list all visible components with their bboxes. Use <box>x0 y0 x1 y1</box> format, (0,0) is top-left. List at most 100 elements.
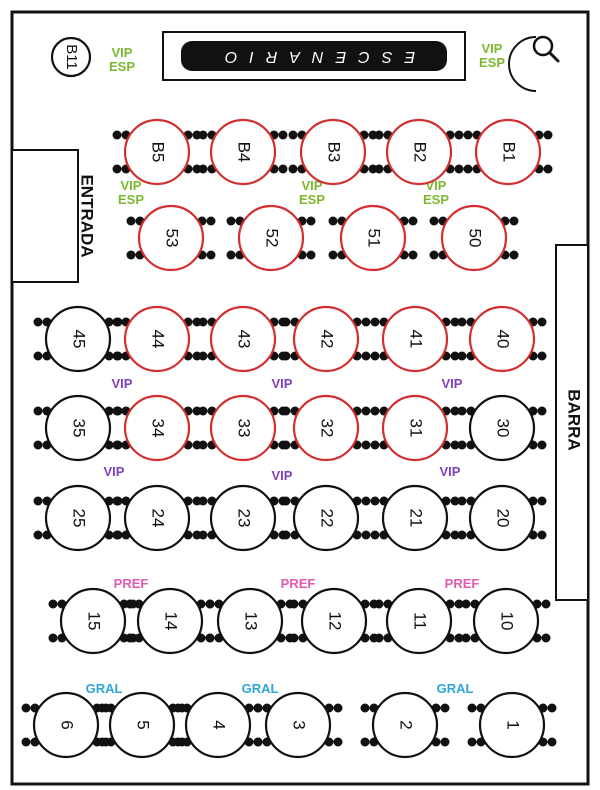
table-50[interactable]: 50 <box>429 204 519 272</box>
table-number: 40 <box>494 330 513 349</box>
table-6[interactable]: 6 <box>21 691 111 759</box>
table-b1[interactable]: B1 <box>463 118 553 186</box>
zone-label-vip: VIP <box>440 464 461 479</box>
table-b11[interactable]: B11 <box>50 36 92 78</box>
table-42[interactable]: 42 <box>281 305 371 373</box>
table-shape <box>339 204 407 272</box>
table-shape <box>123 305 191 373</box>
chair <box>457 440 467 450</box>
table-3[interactable]: 3 <box>253 691 343 759</box>
table-13[interactable]: 13 <box>205 587 295 655</box>
table-32[interactable]: 32 <box>281 394 371 462</box>
chair <box>281 530 291 540</box>
table-25[interactable]: 25 <box>33 484 123 552</box>
zone-label-vip: VIP <box>272 468 293 483</box>
table-35[interactable]: 35 <box>33 394 123 462</box>
table-number: 25 <box>70 509 89 528</box>
stage: ESCENARIO <box>162 31 466 81</box>
table-shape <box>292 394 360 462</box>
chair <box>206 250 216 260</box>
zone-label-gral: GRAL <box>86 681 123 696</box>
table-41[interactable]: 41 <box>370 305 460 373</box>
table-23[interactable]: 23 <box>198 484 288 552</box>
table-1[interactable]: 1 <box>467 691 557 759</box>
table-shape <box>468 484 536 552</box>
chair <box>537 351 547 361</box>
table-shape <box>44 394 112 462</box>
chair <box>370 440 380 450</box>
table-21[interactable]: 21 <box>370 484 460 552</box>
chair <box>198 496 208 506</box>
table-b4[interactable]: B4 <box>198 118 288 186</box>
chair <box>537 440 547 450</box>
table-2[interactable]: 2 <box>360 691 450 759</box>
chair <box>454 599 464 609</box>
table-shape <box>209 394 277 462</box>
table-shape <box>50 36 92 78</box>
table-31[interactable]: 31 <box>370 394 460 462</box>
chair <box>429 216 439 226</box>
table-33[interactable]: 33 <box>198 394 288 462</box>
chair <box>361 351 371 361</box>
table-30[interactable]: 30 <box>457 394 547 462</box>
entrance: ENTRADA <box>11 149 97 283</box>
table-24[interactable]: 24 <box>112 484 202 552</box>
chair <box>537 530 547 540</box>
table-14[interactable]: 14 <box>125 587 215 655</box>
table-15[interactable]: 15 <box>48 587 138 655</box>
chair <box>205 599 215 609</box>
table-b5[interactable]: B5 <box>112 118 202 186</box>
table-number: 53 <box>163 229 182 248</box>
table-4[interactable]: 4 <box>173 691 263 759</box>
chair <box>281 317 291 327</box>
chair <box>454 633 464 643</box>
chair <box>537 317 547 327</box>
table-34[interactable]: 34 <box>112 394 202 462</box>
chair <box>112 406 122 416</box>
table-53[interactable]: 53 <box>126 204 216 272</box>
chair <box>361 496 371 506</box>
chair <box>541 599 551 609</box>
chair <box>328 250 338 260</box>
chair <box>454 164 464 174</box>
chair <box>198 530 208 540</box>
table-shape <box>216 587 284 655</box>
table-number: B4 <box>235 142 254 163</box>
chair <box>33 406 43 416</box>
table-43[interactable]: 43 <box>198 305 288 373</box>
table-45[interactable]: 45 <box>33 305 123 373</box>
chair <box>226 250 236 260</box>
table-44[interactable]: 44 <box>112 305 202 373</box>
zone-label-pref: PREF <box>281 576 316 591</box>
chair <box>33 440 43 450</box>
table-shape <box>209 484 277 552</box>
zone-label-vip: VIP <box>104 464 125 479</box>
table-number: B5 <box>149 142 168 163</box>
table-b3[interactable]: B3 <box>288 118 378 186</box>
chair <box>457 317 467 327</box>
table-40[interactable]: 40 <box>457 305 547 373</box>
table-20[interactable]: 20 <box>457 484 547 552</box>
bar: BARRA <box>555 244 589 601</box>
search-icon[interactable] <box>508 35 560 92</box>
table-b2[interactable]: B2 <box>374 118 464 186</box>
table-10[interactable]: 10 <box>461 587 551 655</box>
chair <box>306 216 316 226</box>
table-51[interactable]: 51 <box>328 204 418 272</box>
table-22[interactable]: 22 <box>281 484 371 552</box>
table-shape <box>468 305 536 373</box>
chair <box>97 737 107 747</box>
chair <box>126 216 136 226</box>
table-12[interactable]: 12 <box>289 587 379 655</box>
table-5[interactable]: 5 <box>97 691 187 759</box>
table-shape <box>468 394 536 462</box>
bar-label: BARRA <box>565 389 584 450</box>
chair <box>537 406 547 416</box>
table-number: 1 <box>504 720 523 729</box>
chair <box>361 317 371 327</box>
table-11[interactable]: 11 <box>374 587 464 655</box>
table-number: 3 <box>290 720 309 729</box>
table-52[interactable]: 52 <box>226 204 316 272</box>
table-number: 32 <box>318 419 337 438</box>
